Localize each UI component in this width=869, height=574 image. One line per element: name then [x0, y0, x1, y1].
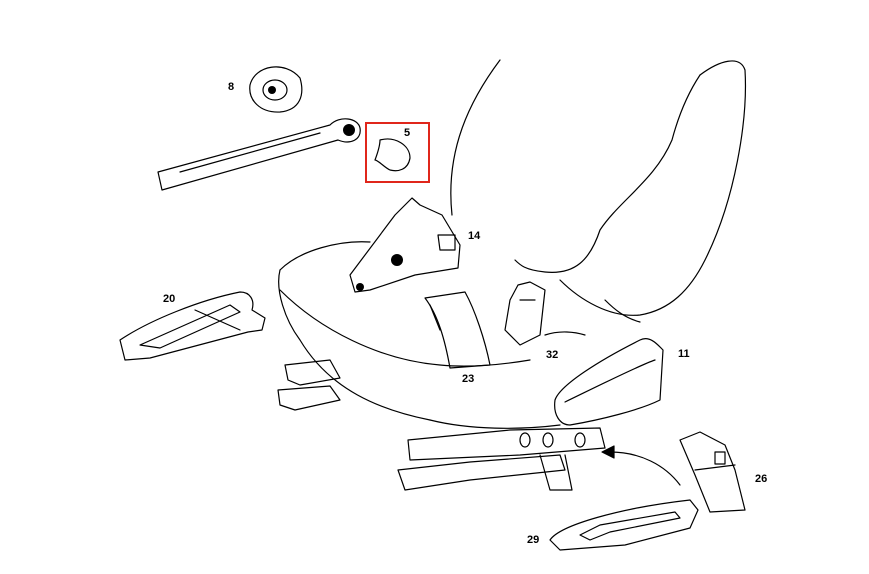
part-5-label[interactable]: 5 — [404, 127, 411, 139]
part-14-drawing — [349, 197, 461, 293]
part-23-drawing — [424, 291, 491, 369]
part-5-highlight-box — [365, 122, 430, 183]
part-11-label[interactable]: 11 — [678, 348, 690, 360]
part-20-label[interactable]: 20 — [163, 293, 176, 305]
part-29-drawing — [549, 499, 699, 551]
backrest-drawing — [450, 59, 746, 316]
part-32-label[interactable]: 32 — [546, 349, 559, 361]
part-23-label[interactable]: 23 — [462, 373, 475, 385]
part-26-label[interactable]: 26 — [755, 473, 768, 485]
seat-rails-drawing — [277, 359, 606, 491]
part-8-label[interactable]: 8 — [228, 81, 235, 93]
part-5-drawing — [374, 138, 411, 172]
part-26-drawing — [679, 431, 746, 513]
part-8-drawing — [157, 66, 361, 191]
part-29-label[interactable]: 29 — [527, 534, 540, 546]
part-14-label[interactable]: 14 — [468, 230, 481, 242]
part-20-drawing — [119, 291, 266, 361]
part-11-drawing — [554, 338, 664, 426]
part-32-drawing — [504, 281, 546, 346]
cushion-drawing — [278, 241, 641, 429]
assembly-arrow — [601, 445, 681, 486]
